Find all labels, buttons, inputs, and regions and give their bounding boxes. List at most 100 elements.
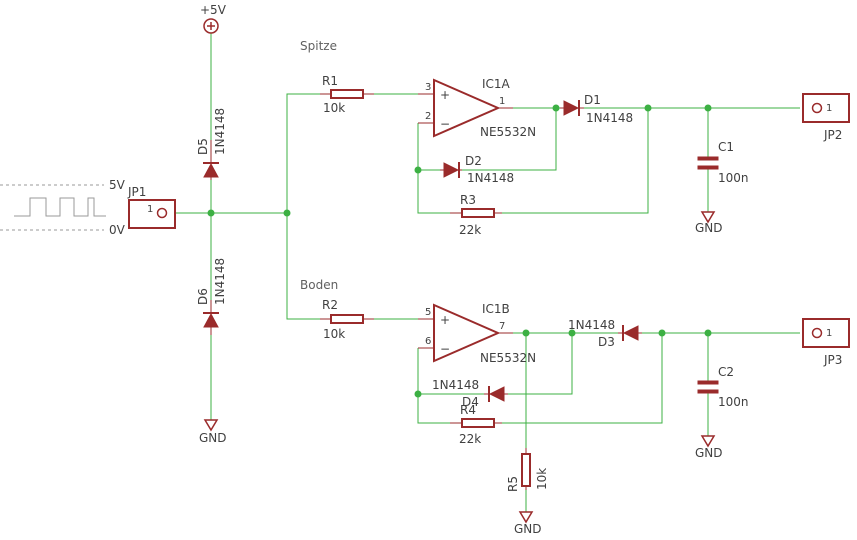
ic1a-part: NE5532N — [480, 125, 536, 139]
c2-value: 100n — [718, 395, 749, 409]
opamp-ic1b: + − 5 6 7 IC1B NE5532N — [418, 302, 536, 365]
note-peak: Spitze — [300, 39, 337, 53]
jp1-name: JP1 — [127, 185, 146, 199]
junction-input-diodes — [207, 209, 215, 217]
r5-value: 10k — [535, 468, 549, 490]
diode-d1: D1 1N4148 — [560, 93, 633, 125]
diode-d4: 1N4148 D4 — [432, 378, 508, 409]
junction-ic1b-out — [522, 329, 530, 337]
junction-inv-b — [414, 390, 422, 398]
gnd-symbol-r5: GND — [514, 511, 542, 536]
junction-d3-anode — [658, 329, 666, 337]
r5-name: R5 — [506, 476, 520, 492]
ic1b-plus-sign: + — [440, 313, 450, 327]
ic1b-name: IC1B — [482, 302, 510, 316]
r2-value: 10k — [323, 327, 345, 341]
ic1a-minus-sign: − — [440, 117, 450, 131]
r3-value: 22k — [459, 223, 481, 237]
vcc-symbol: +5V — [200, 3, 227, 34]
gnd-symbol-c1: GND — [695, 211, 723, 235]
gnd-symbol-c2: GND — [695, 435, 723, 460]
wire-inv-a-d2 — [417, 123, 440, 171]
ic1a-pin-minus: 2 — [425, 111, 431, 122]
wires — [175, 33, 800, 512]
ic1a-plus-sign: + — [440, 88, 450, 102]
opamp-ic1a: + − 3 2 1 IC1A NE5532N — [418, 77, 536, 139]
ic1a-pin-plus: 3 — [425, 82, 431, 93]
ic1b-pin-plus: 5 — [425, 307, 431, 318]
c2-name: C2 — [718, 365, 734, 379]
ic1a-name: IC1A — [482, 77, 511, 91]
wire-d2-out — [460, 108, 557, 171]
level-low-label: 0V — [109, 223, 126, 237]
resistor-r1: R1 10k — [320, 74, 374, 115]
r3-name: R3 — [460, 193, 476, 207]
d4-name: D4 — [462, 395, 479, 409]
jp3-name: JP3 — [823, 353, 842, 367]
d5-name: D5 — [196, 138, 210, 155]
r4-name: R4 — [460, 403, 476, 417]
wire-to-r1 — [286, 93, 320, 213]
capacitor-c2: C2 100n — [697, 365, 749, 409]
gnd-symbol-d6: GND — [199, 419, 227, 445]
note-bottom: Boden — [300, 278, 338, 292]
wire-to-r2 — [286, 213, 320, 320]
ic1b-pin-minus: 6 — [425, 336, 431, 347]
d3-value: 1N4148 — [568, 318, 615, 332]
d5-value: 1N4148 — [213, 108, 227, 155]
gnd-label-c2: GND — [695, 446, 723, 460]
wire-r4-fb — [502, 333, 663, 424]
wire-inv-b-r4 — [417, 394, 450, 424]
ic1b-minus-sign: − — [440, 342, 450, 356]
diode-d2: D2 1N4148 — [440, 154, 514, 185]
r1-name: R1 — [322, 74, 338, 88]
capacitor-c1: C1 100n — [697, 140, 749, 185]
junction-inv-a — [414, 166, 422, 174]
level-high-label: 5V — [109, 178, 126, 192]
ic1b-part: NE5532N — [480, 351, 536, 365]
connector-jp2: 1 JP2 — [802, 93, 850, 142]
diode-d3: 1N4148 D3 — [568, 318, 642, 349]
diode-d5: D5 1N4148 — [196, 108, 227, 180]
jp1-pin: 1 — [147, 204, 153, 215]
c1-value: 100n — [718, 171, 749, 185]
jp2-name: JP2 — [823, 128, 842, 142]
diode-d6: D6 1N4148 — [196, 258, 227, 335]
jp3-pin: 1 — [826, 328, 832, 339]
junction-ic1a-out — [552, 104, 560, 112]
gnd-label-c1: GND — [695, 221, 723, 235]
resistor-r5: R5 10k — [506, 448, 549, 492]
resistor-r4: R4 22k — [450, 403, 502, 446]
d3-name: D3 — [598, 335, 615, 349]
wire-d4-out — [506, 333, 573, 395]
d6-value: 1N4148 — [213, 258, 227, 305]
jp2-pin: 1 — [826, 103, 832, 114]
ic1b-pin-out: 7 — [499, 321, 505, 332]
junctions — [207, 104, 712, 398]
d6-name: D6 — [196, 288, 210, 305]
junction-d1-cathode — [644, 104, 652, 112]
ic1a-pin-out: 1 — [499, 96, 505, 107]
r1-value: 10k — [323, 101, 345, 115]
d1-name: D1 — [584, 93, 601, 107]
junction-split — [283, 209, 291, 217]
wire-inv-a-r3 — [417, 170, 450, 214]
resistor-r3: R3 22k — [450, 193, 502, 237]
resistor-r2: R2 10k — [320, 298, 374, 341]
wire-r3-fb — [502, 108, 649, 214]
d2-name: D2 — [465, 154, 482, 168]
gnd-label-r5: GND — [514, 522, 542, 536]
d1-value: 1N4148 — [586, 111, 633, 125]
connector-jp1: 1 JP1 — [127, 185, 176, 229]
junction-c1 — [704, 104, 712, 112]
junction-d4 — [568, 329, 576, 337]
input-signal-sketch: 5V 0V — [0, 178, 126, 237]
d2-value: 1N4148 — [467, 171, 514, 185]
r4-value: 22k — [459, 432, 481, 446]
junction-c2 — [704, 329, 712, 337]
gnd-label-d6: GND — [199, 431, 227, 445]
r2-name: R2 — [322, 298, 338, 312]
connector-jp3: 1 JP3 — [802, 318, 850, 367]
d4-value: 1N4148 — [432, 378, 479, 392]
